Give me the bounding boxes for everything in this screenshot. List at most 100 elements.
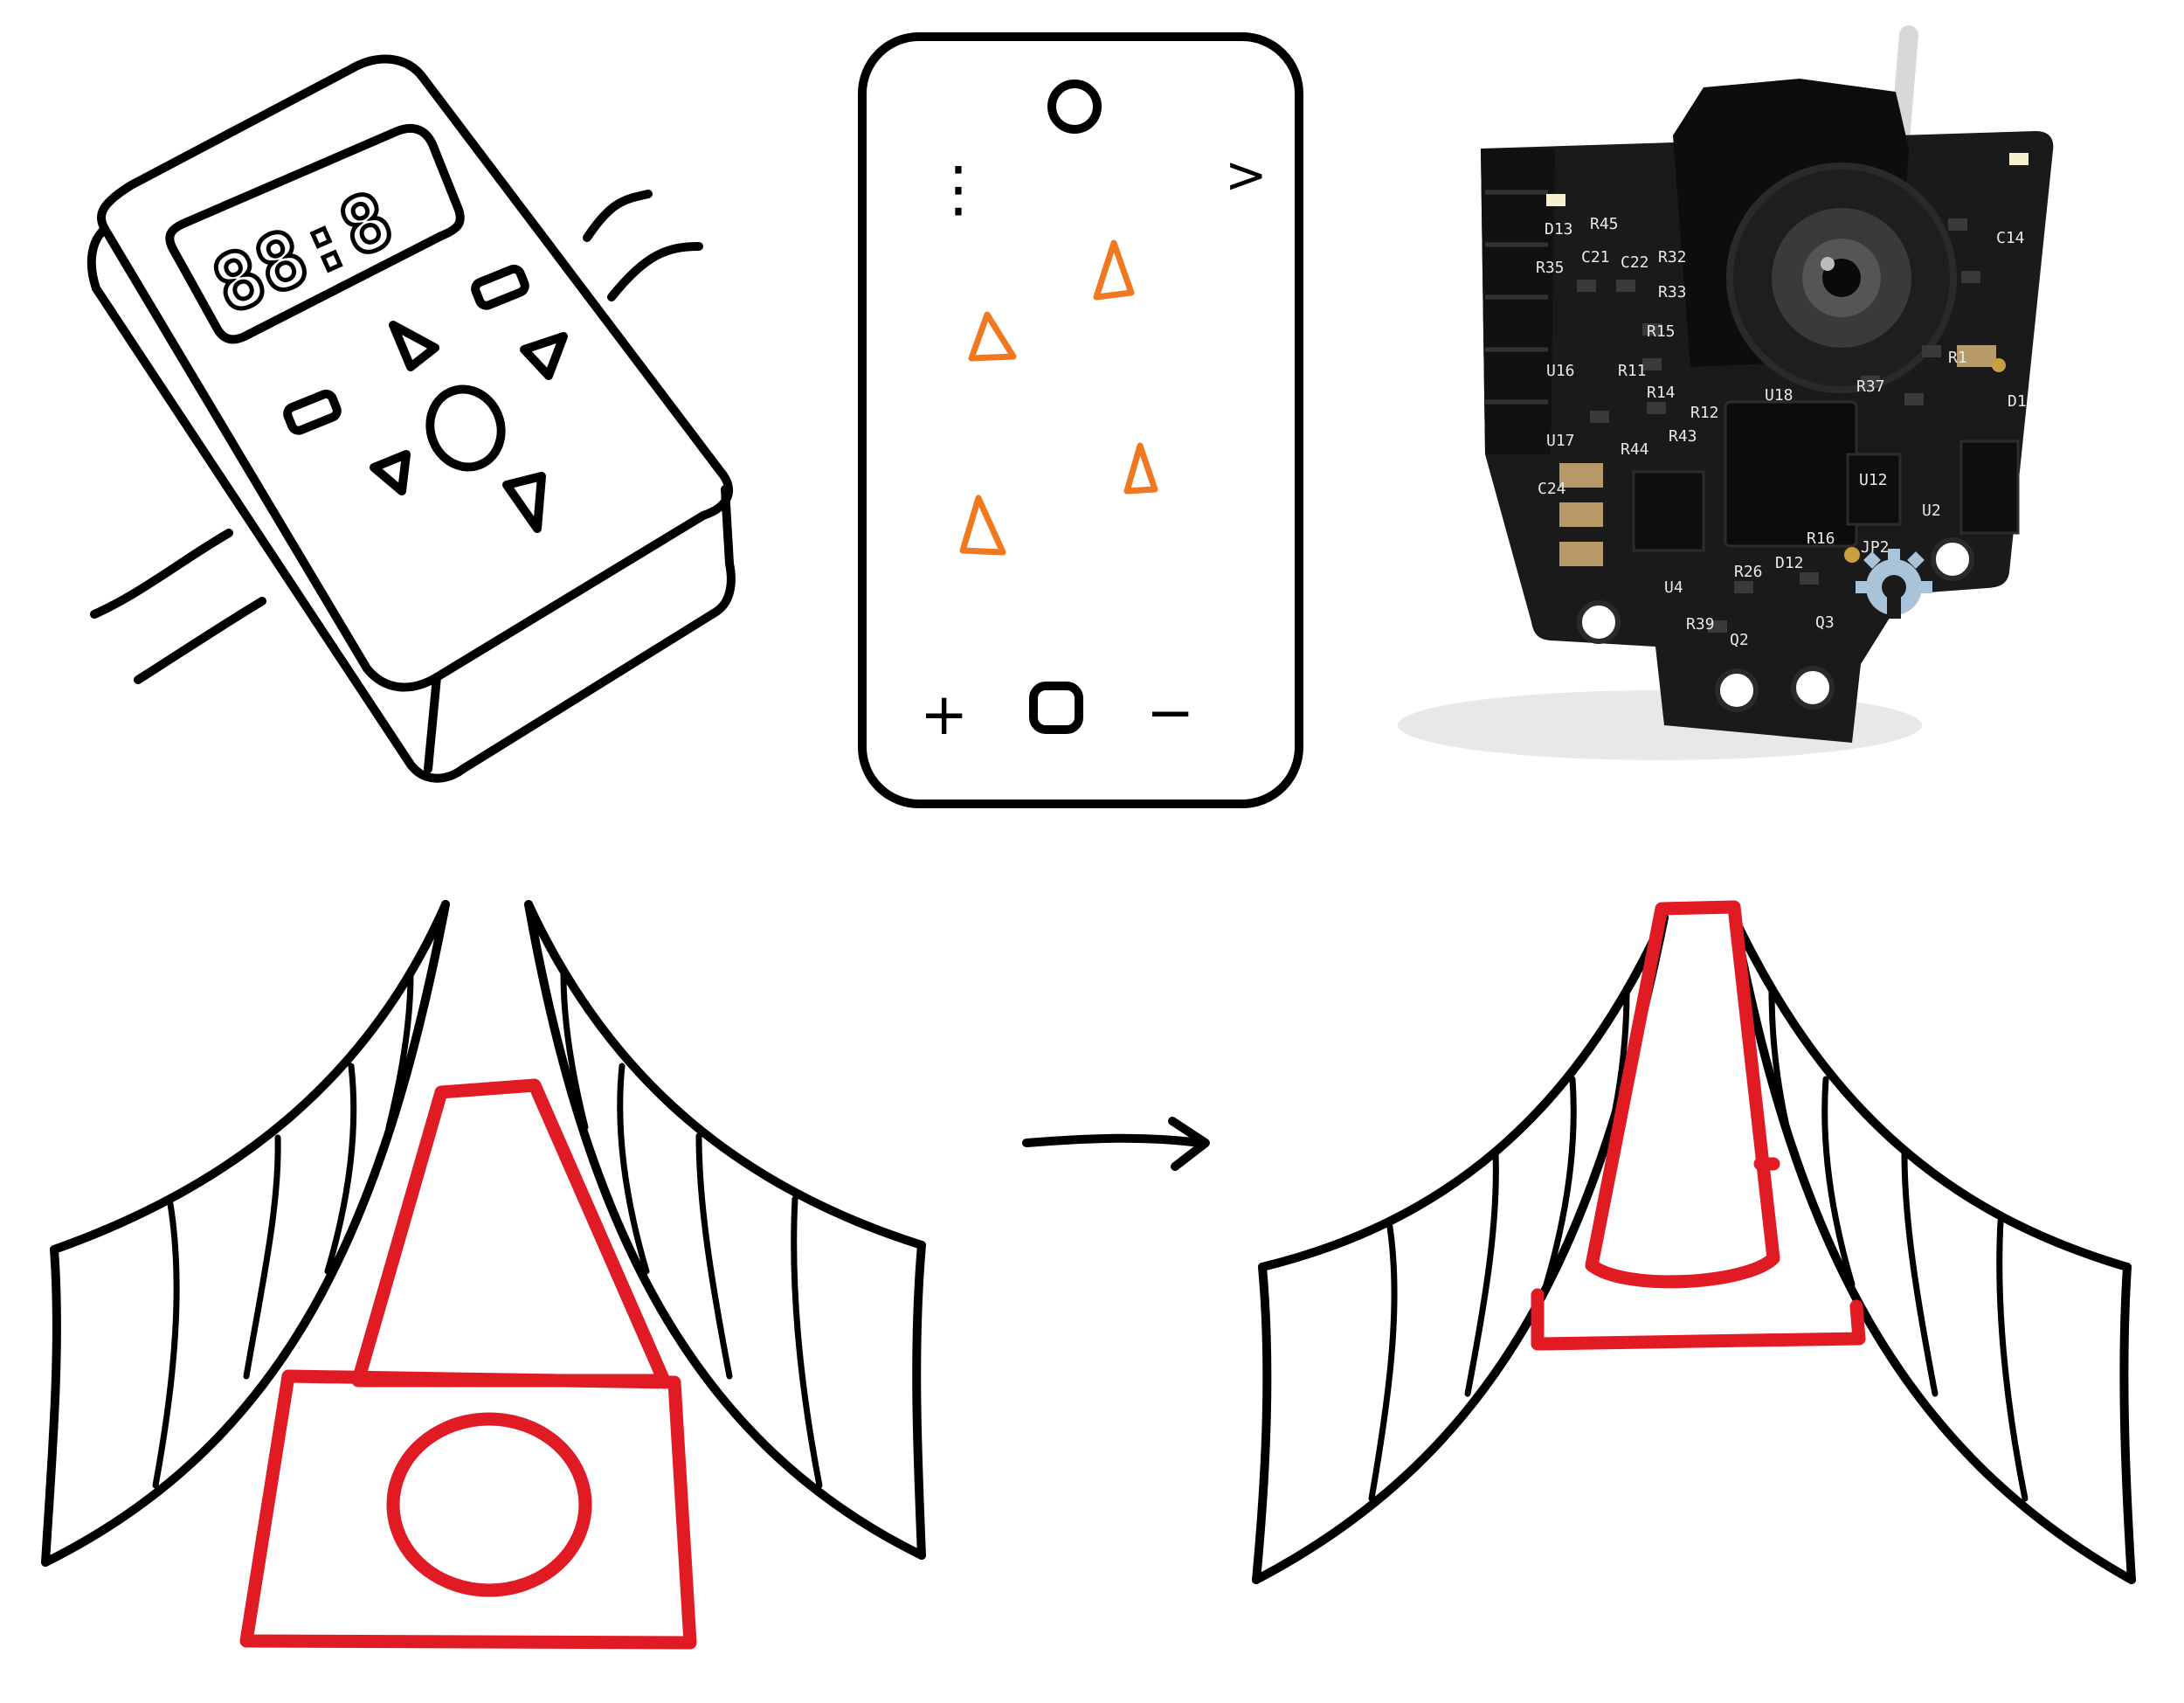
camera-gold-pad-1: [1844, 547, 1860, 563]
silk-label: R12: [1690, 404, 1719, 422]
after-right-wall-top-curve: [1730, 913, 2132, 1271]
silk-label: U18: [1765, 386, 1794, 405]
arrow-shaft: [1022, 1133, 1206, 1147]
arrow-head: [1168, 1117, 1210, 1171]
remote-arrow-left-icon[interactable]: [370, 450, 411, 495]
silk-label: C14: [1996, 229, 2025, 247]
silk-label: R35: [1536, 259, 1565, 277]
after-right-wall-stripe-1: [1996, 1218, 2028, 1502]
camera-silk-labels: D13 R45 R35 C21 C22 R32 R33 R15 U16 R14 …: [1536, 215, 2027, 649]
right-wall-stripe-4: [560, 971, 589, 1131]
camera-mount-hole-bottom-2: [1791, 666, 1835, 710]
phone-target-triangle-2[interactable]: [968, 311, 1017, 362]
silk-label: R43: [1669, 427, 1697, 446]
phone-target-triangle-4[interactable]: [959, 495, 1006, 556]
camera-capacitor-1: [1559, 463, 1603, 488]
silk-label: R32: [1658, 248, 1687, 267]
camera-ic-u4: [1632, 470, 1705, 552]
remote-cable-right-upper: [583, 190, 653, 242]
remote-cable-right-lower: [607, 242, 703, 301]
right-arrow-icon: [1022, 1117, 1210, 1171]
left-wall-stripe-1: [152, 1201, 180, 1489]
camera-capacitor-2: [1559, 502, 1603, 527]
camera-mount-hole-bottom-1: [1715, 668, 1759, 712]
left-wall-outer-edge: [41, 1245, 61, 1567]
camera-main-chip: [1724, 400, 1858, 548]
camera-led-d13: [1546, 194, 1565, 206]
silk-label: D1: [2008, 392, 2027, 411]
silk-label: Q3: [1815, 613, 1835, 632]
phone-camera-icon: [1047, 80, 1102, 134]
camera-connector-ridge: [1485, 190, 1548, 405]
silk-label: U2: [1922, 502, 1941, 520]
open-hardware-gear-icon: [1856, 549, 1932, 619]
silk-label: C22: [1621, 253, 1649, 272]
left-wall-top-curve: [50, 900, 450, 1254]
silk-label: R11: [1618, 362, 1647, 380]
remote-arrow-up-icon[interactable]: [389, 321, 439, 371]
silk-label: U17: [1546, 432, 1575, 450]
after-floor-box: [1531, 1288, 1866, 1351]
camera-capacitor-3: [1559, 542, 1603, 566]
remote-arrow-right-icon[interactable]: [520, 332, 568, 380]
remote-cable-left-upper: [90, 529, 233, 619]
left-wall-stripe-3: [324, 1063, 357, 1275]
right-wall-stripe-1: [791, 1195, 823, 1489]
phone-plus-icon[interactable]: +: [920, 681, 968, 748]
remote-arrow-down-icon[interactable]: [502, 472, 546, 533]
camera-lens-highlight: [1821, 257, 1835, 271]
camera-gold-pad-2: [1992, 358, 2006, 372]
phone-home-button[interactable]: [1029, 682, 1083, 734]
after-right-wall-stripe-3: [1821, 1076, 1856, 1288]
remote-body-side: [86, 225, 736, 783]
silk-label: R16: [1807, 530, 1835, 548]
silk-label: R15: [1647, 322, 1676, 341]
silk-label: U4: [1664, 578, 1683, 597]
remote-device-sketch: 88:8: [86, 54, 736, 783]
phone-minus-icon[interactable]: −: [1146, 679, 1194, 746]
camera-mount-hole-right: [1931, 537, 1974, 581]
silk-label: R26: [1734, 563, 1763, 581]
camera-smd-parts: [1577, 218, 1980, 633]
camera-ic-u2: [1959, 440, 2020, 535]
silk-label: R14: [1647, 384, 1676, 402]
left-wall-bottom-curve: [41, 900, 450, 1567]
remote-screen: [165, 123, 465, 344]
camera-capacitor-4: [1957, 345, 1996, 367]
after-left-wall-stripe-1: [1368, 1218, 1398, 1502]
remote-center-button[interactable]: [419, 379, 512, 477]
silk-label: JP2: [1861, 538, 1890, 557]
silk-label: Q2: [1730, 631, 1749, 649]
right-wall-bottom-curve: [524, 900, 926, 1560]
phone-sketch: ⋮ > + −: [858, 32, 1303, 808]
after-right-wall-outer-edge: [2119, 1263, 2136, 1584]
remote-body-top: [97, 54, 734, 692]
silk-label: R45: [1590, 215, 1619, 233]
silk-label: U16: [1546, 362, 1575, 380]
right-wall-outer-edge: [912, 1241, 926, 1560]
phone-target-triangle-1[interactable]: [1093, 239, 1135, 301]
left-wall-stripe-4: [385, 971, 414, 1131]
phone-next-icon[interactable]: >: [1225, 145, 1268, 204]
after-left-wall-stripe-4: [1604, 988, 1630, 1148]
silk-label: R33: [1658, 283, 1687, 301]
phone-menu-icon[interactable]: ⋮: [928, 153, 989, 225]
after-path-trapezoid: [1585, 900, 1780, 1289]
camera-ic-u12: [1846, 453, 1902, 526]
silk-label: R37: [1856, 377, 1885, 396]
phone-body: [858, 32, 1303, 808]
silk-label: C24: [1538, 480, 1566, 498]
phone-target-triangle-3[interactable]: [1123, 442, 1158, 495]
remote-button-left[interactable]: [283, 389, 342, 435]
silk-label: D12: [1775, 554, 1804, 572]
silk-label: R1: [1948, 349, 1967, 367]
remote-button-top-right[interactable]: [471, 264, 529, 310]
silk-label: R44: [1621, 440, 1649, 459]
right-wall-stripe-3: [617, 1063, 650, 1275]
after-left-wall-outer-edge: [1252, 1263, 1272, 1584]
silk-label: C21: [1581, 248, 1610, 267]
silk-label: D13: [1545, 220, 1573, 239]
camera-connector-block: [1481, 149, 1555, 454]
silk-label: U12: [1859, 471, 1888, 489]
